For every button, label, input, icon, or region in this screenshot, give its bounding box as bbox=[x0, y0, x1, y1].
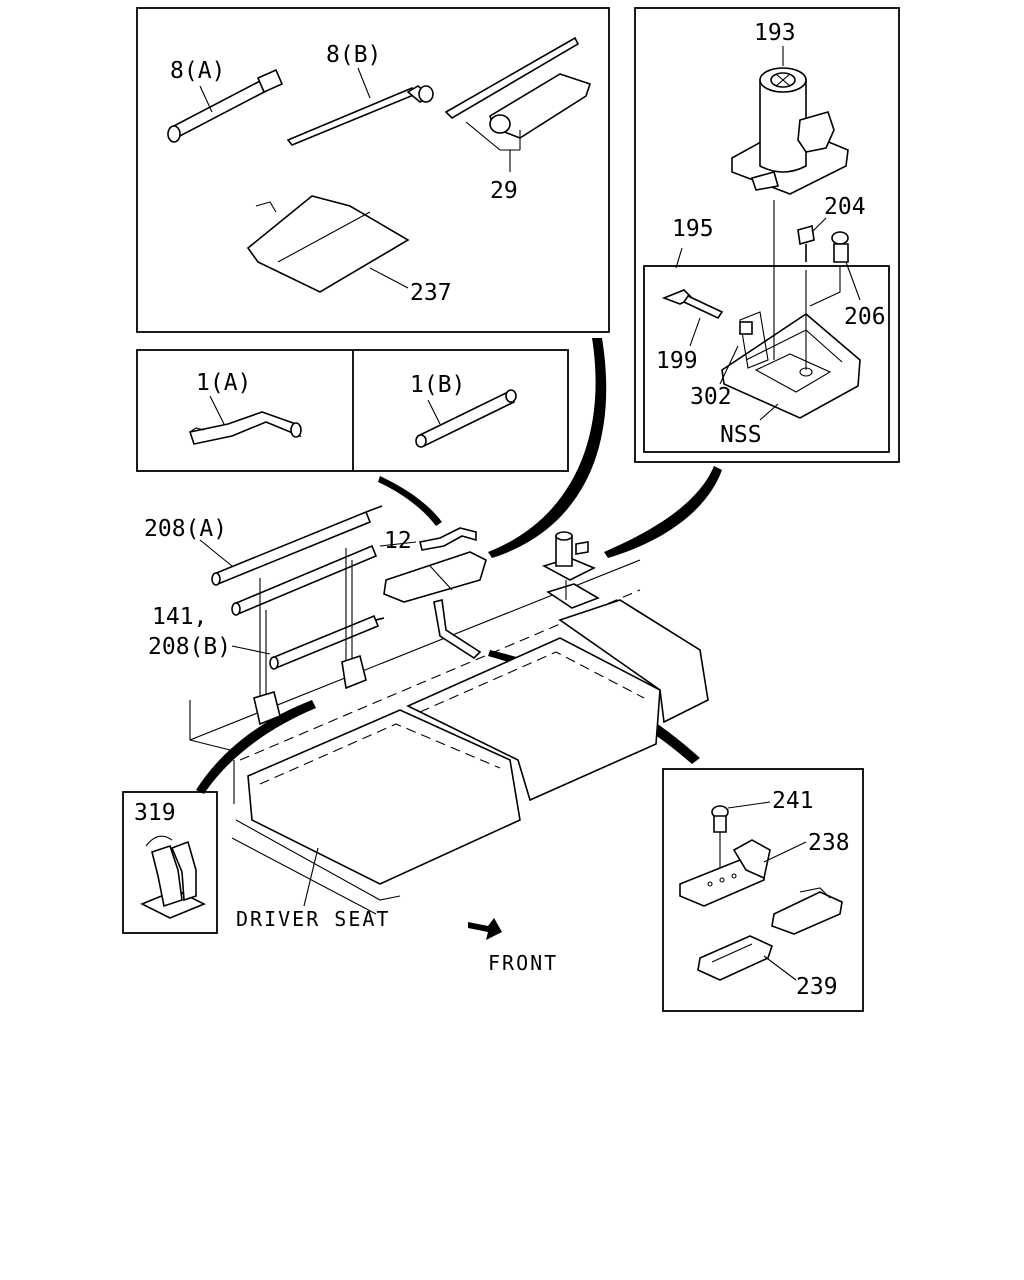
tube-208a bbox=[199, 505, 383, 586]
clip-inset-319: 319 bbox=[122, 791, 218, 934]
driver-seat-caption: DRIVER SEAT bbox=[236, 907, 390, 931]
jack-bracket-195 bbox=[675, 200, 861, 419]
callout-206: 206 bbox=[844, 304, 886, 330]
jack-inset: 193 204 195 206 199 302 NSS bbox=[634, 7, 900, 463]
callout-nss: NSS bbox=[720, 422, 762, 448]
bolt-206 bbox=[809, 231, 861, 307]
tool-set-29 bbox=[444, 36, 592, 172]
clip-239 bbox=[697, 935, 797, 981]
handle-12 bbox=[379, 527, 477, 551]
callout-141: 141, bbox=[152, 604, 207, 630]
handle-1b bbox=[415, 389, 517, 448]
callout-204: 204 bbox=[824, 194, 866, 220]
callout-241: 241 bbox=[772, 788, 814, 814]
callout-195: 195 bbox=[672, 216, 714, 242]
main-assembly: 208(A) 12 141, 208(B) DRIVER SEAT bbox=[144, 505, 709, 931]
callout-29: 29 bbox=[490, 178, 518, 204]
handle-1a bbox=[188, 395, 302, 445]
callout-1a: 1(A) bbox=[196, 370, 251, 396]
handles-inset: 1(A) 1(B) bbox=[136, 349, 569, 472]
callout-208b: 208(B) bbox=[148, 634, 231, 660]
callout-237: 237 bbox=[410, 280, 452, 306]
callout-319: 319 bbox=[134, 800, 176, 826]
bolt-241 bbox=[711, 801, 771, 868]
callout-1b: 1(B) bbox=[410, 372, 465, 398]
tube-141 bbox=[231, 544, 378, 616]
clip-238b bbox=[771, 887, 843, 935]
front-arrow-icon bbox=[468, 918, 502, 940]
callout-8a: 8(A) bbox=[170, 58, 225, 84]
hanger-wires bbox=[253, 548, 367, 726]
jack-small bbox=[541, 531, 600, 609]
l-wrench-8b bbox=[286, 67, 434, 146]
front-caption: FRONT bbox=[488, 951, 558, 975]
tools-inset: 8(A) 8(B) 29 237 bbox=[136, 7, 610, 333]
wing-bolt-199 bbox=[661, 289, 753, 347]
rolled-bag bbox=[383, 551, 487, 660]
tool-bag-237 bbox=[246, 195, 410, 293]
callout-12: 12 bbox=[384, 528, 412, 554]
bracket-238 bbox=[679, 839, 807, 907]
bottle-jack-193 bbox=[731, 46, 849, 195]
bracket-inset: 241 238 239 bbox=[662, 768, 864, 1012]
callout-193: 193 bbox=[754, 20, 796, 46]
callout-8b: 8(B) bbox=[326, 42, 381, 68]
callout-199: 199 bbox=[656, 348, 698, 374]
socket-wrench-8a bbox=[167, 68, 284, 143]
callout-238: 238 bbox=[808, 830, 850, 856]
callout-208a: 208(A) bbox=[144, 516, 227, 542]
callout-239: 239 bbox=[796, 974, 838, 1000]
seat-cushions bbox=[231, 599, 709, 915]
callout-302: 302 bbox=[690, 384, 732, 410]
bolt-204 bbox=[797, 217, 827, 262]
